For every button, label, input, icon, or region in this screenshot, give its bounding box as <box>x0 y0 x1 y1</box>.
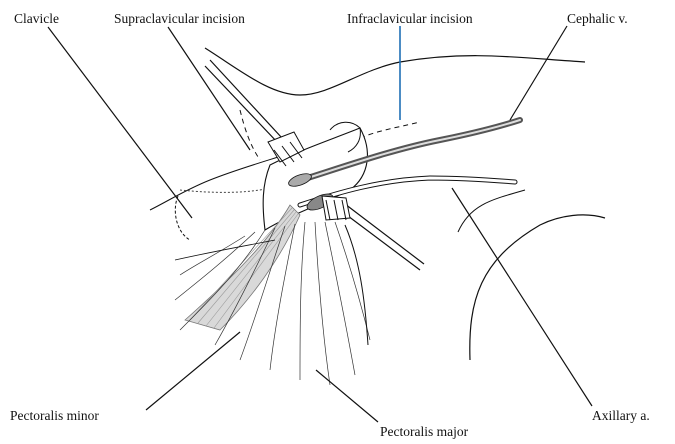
pointer-supraclavicular <box>168 27 250 150</box>
arm-lower-contour <box>458 190 525 232</box>
axilla-contour <box>470 215 605 360</box>
label-pectoralis-major: Pectoralis major <box>380 425 468 439</box>
shoulder-outline <box>205 48 585 95</box>
label-clavicle: Clavicle <box>14 12 59 26</box>
clavicle-end <box>175 196 190 240</box>
retractor-upper <box>205 60 304 166</box>
pointer-pectoralis-major <box>316 370 378 422</box>
label-infraclavicular-incision: Infraclavicular incision <box>347 12 473 26</box>
retractor-lower <box>322 196 424 270</box>
supraclavicular-incision-line <box>240 110 260 160</box>
pointer-cephalic <box>510 26 567 120</box>
label-axillary-a: Axillary a. <box>592 409 650 423</box>
infraclavicular-incision-line <box>360 122 420 138</box>
pointer-axillary <box>452 188 592 406</box>
label-pectoralis-minor: Pectoralis minor <box>10 409 99 423</box>
pectoralis-minor-shape <box>185 205 300 330</box>
label-cephalic-v: Cephalic v. <box>567 12 628 26</box>
label-supraclavicular-incision: Supraclavicular incision <box>114 12 245 26</box>
pointer-clavicle <box>48 27 192 218</box>
pointer-pectoralis-minor <box>146 332 240 410</box>
pectoralis-major-edge <box>345 225 368 345</box>
